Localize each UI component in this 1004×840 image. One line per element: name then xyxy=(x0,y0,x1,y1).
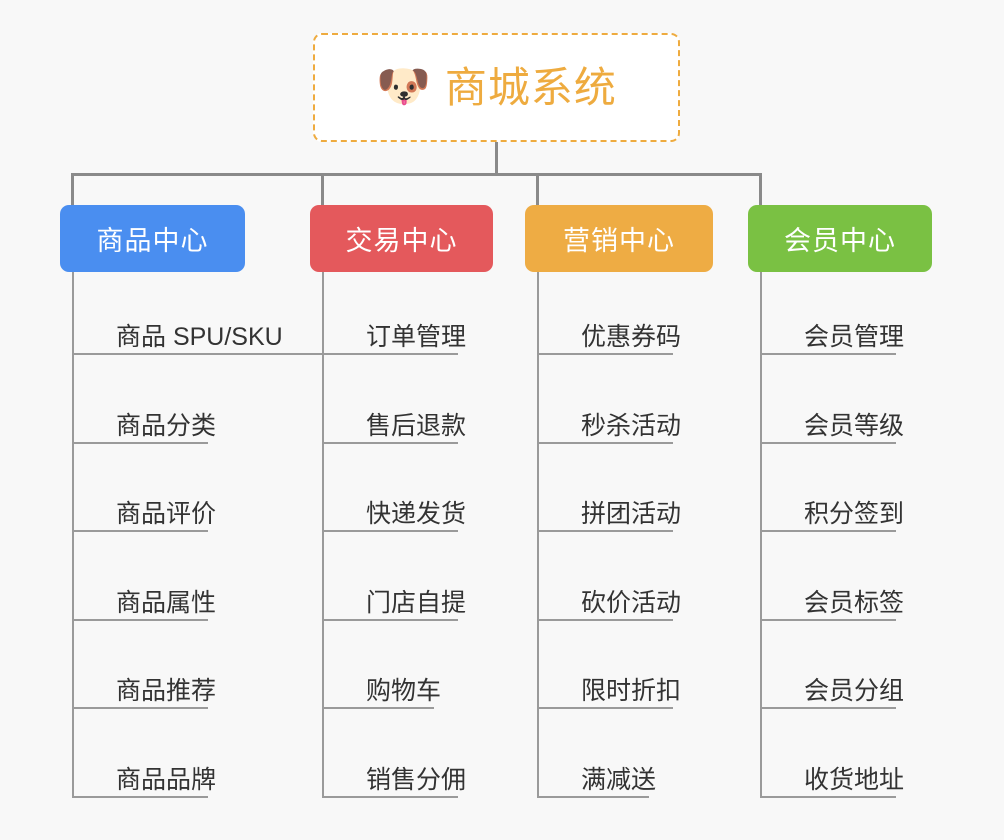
leaf-item[interactable]: 会员管理 xyxy=(760,267,964,355)
leaf-item[interactable]: 满减送 xyxy=(537,709,745,798)
leaf-underline xyxy=(760,707,896,709)
leaf-column-marketing-center: 优惠券码秒杀活动拼团活动砍价活动限时折扣满减送 xyxy=(537,272,745,798)
leaf-item-label: 购物车 xyxy=(366,677,442,705)
leaf-item[interactable]: 商品评价 xyxy=(72,444,277,532)
leaf-underline xyxy=(537,530,673,532)
leaf-item[interactable]: 商品 SPU/SKU xyxy=(72,267,352,355)
leaf-rail-trade-center xyxy=(322,272,324,798)
leaf-rail-product-center xyxy=(72,272,74,798)
leaf-item-label: 优惠券码 xyxy=(581,323,682,351)
leaf-underline xyxy=(322,707,434,709)
leaf-item[interactable]: 订单管理 xyxy=(322,267,525,355)
leaf-item-label: 拼团活动 xyxy=(581,500,682,528)
leaf-item[interactable]: 积分签到 xyxy=(760,444,964,532)
leaf-item[interactable]: 门店自提 xyxy=(322,532,525,621)
leaf-item-label: 会员分组 xyxy=(804,677,905,705)
branch-header-product-center[interactable]: 商品中心 xyxy=(60,205,245,272)
leaf-item-label: 商品属性 xyxy=(116,588,217,617)
leaf-underline xyxy=(760,530,896,532)
leaf-item[interactable]: 收货地址 xyxy=(760,709,964,798)
leaf-item-label: 会员等级 xyxy=(804,411,905,440)
horizontal-bus xyxy=(72,173,760,176)
leaf-underline xyxy=(760,795,896,798)
leaf-item-label: 门店自提 xyxy=(366,588,467,617)
leaf-item-label: 积分签到 xyxy=(804,500,905,528)
leaf-item[interactable]: 会员等级 xyxy=(760,355,964,444)
root-node[interactable]: 🐶 商城系统 xyxy=(313,33,680,142)
leaf-item[interactable]: 商品分类 xyxy=(72,355,277,444)
leaf-item[interactable]: 商品属性 xyxy=(72,532,277,621)
leaf-item[interactable]: 砍价活动 xyxy=(537,532,745,621)
leaf-item-label: 会员标签 xyxy=(804,588,905,617)
leaf-underline xyxy=(537,353,673,355)
leaf-underline xyxy=(322,618,458,621)
branch-drop-product-center xyxy=(71,173,74,205)
leaf-item[interactable]: 商品品牌 xyxy=(72,709,277,798)
leaf-underline xyxy=(760,353,896,355)
leaf-underline xyxy=(322,441,458,444)
leaf-item-label: 秒杀活动 xyxy=(581,411,682,440)
leaf-underline xyxy=(322,353,458,355)
branch-drop-member-center xyxy=(759,173,762,205)
leaf-item-label: 售后退款 xyxy=(366,411,467,440)
leaf-underline xyxy=(72,441,208,444)
dog-face-icon: 🐶 xyxy=(376,61,431,111)
leaf-item-label: 商品推荐 xyxy=(116,677,217,705)
leaf-item[interactable]: 销售分佣 xyxy=(322,709,525,798)
leaf-item[interactable]: 会员分组 xyxy=(760,621,964,709)
leaf-underline xyxy=(322,795,458,798)
leaf-rail-marketing-center xyxy=(537,272,539,798)
leaf-item-label: 订单管理 xyxy=(366,323,467,351)
leaf-underline xyxy=(537,795,649,798)
leaf-item-label: 商品分类 xyxy=(116,411,217,440)
branch-drop-marketing-center xyxy=(536,173,539,205)
leaf-item[interactable]: 购物车 xyxy=(322,621,525,709)
leaf-underline xyxy=(760,441,896,444)
leaf-item[interactable]: 商品推荐 xyxy=(72,621,277,709)
root-stem xyxy=(495,142,498,176)
page-title: 商城系统 xyxy=(444,63,617,111)
branch-drop-trade-center xyxy=(321,173,324,205)
leaf-underline xyxy=(72,618,208,621)
leaf-item[interactable]: 限时折扣 xyxy=(537,621,745,709)
leaf-item-label: 销售分佣 xyxy=(366,765,467,794)
branch-header-label: 营销中心 xyxy=(563,226,675,256)
leaf-underline xyxy=(537,618,673,621)
leaf-rail-member-center xyxy=(760,272,762,798)
leaf-item-label: 商品 SPU/SKU xyxy=(116,323,283,351)
leaf-column-trade-center: 订单管理售后退款快递发货门店自提购物车销售分佣 xyxy=(322,272,525,798)
leaf-underline xyxy=(72,795,208,798)
leaf-item-label: 满减送 xyxy=(581,765,657,794)
leaf-underline xyxy=(322,530,458,532)
leaf-item[interactable]: 快递发货 xyxy=(322,444,525,532)
leaf-item-label: 快递发货 xyxy=(366,500,467,528)
leaf-item[interactable]: 会员标签 xyxy=(760,532,964,621)
branch-header-label: 交易中心 xyxy=(345,226,458,256)
leaf-item-label: 限时折扣 xyxy=(581,677,682,705)
leaf-column-member-center: 会员管理会员等级积分签到会员标签会员分组收货地址 xyxy=(760,272,964,798)
leaf-underline xyxy=(537,707,673,709)
leaf-item-label: 会员管理 xyxy=(804,323,905,351)
leaf-underline xyxy=(72,707,208,709)
branch-header-label: 会员中心 xyxy=(784,226,896,256)
branch-header-label: 商品中心 xyxy=(96,226,209,256)
leaf-item[interactable]: 秒杀活动 xyxy=(537,355,745,444)
leaf-item[interactable]: 售后退款 xyxy=(322,355,525,444)
leaf-underline xyxy=(72,530,208,532)
branch-header-trade-center[interactable]: 交易中心 xyxy=(310,205,493,272)
leaf-underline xyxy=(537,441,673,444)
leaf-item-label: 收货地址 xyxy=(804,765,905,794)
leaf-item[interactable]: 优惠券码 xyxy=(537,267,745,355)
leaf-underline xyxy=(72,353,352,355)
leaf-item-label: 砍价活动 xyxy=(581,588,682,617)
leaf-item-label: 商品品牌 xyxy=(116,765,217,794)
leaf-underline xyxy=(760,618,896,621)
branch-header-member-center[interactable]: 会员中心 xyxy=(748,205,932,272)
branch-header-marketing-center[interactable]: 营销中心 xyxy=(525,205,713,272)
leaf-item[interactable]: 拼团活动 xyxy=(537,444,745,532)
leaf-item-label: 商品评价 xyxy=(116,500,217,528)
leaf-column-product-center: 商品 SPU/SKU 商品分类商品评价商品属性商品推荐商品品牌 xyxy=(72,272,352,798)
